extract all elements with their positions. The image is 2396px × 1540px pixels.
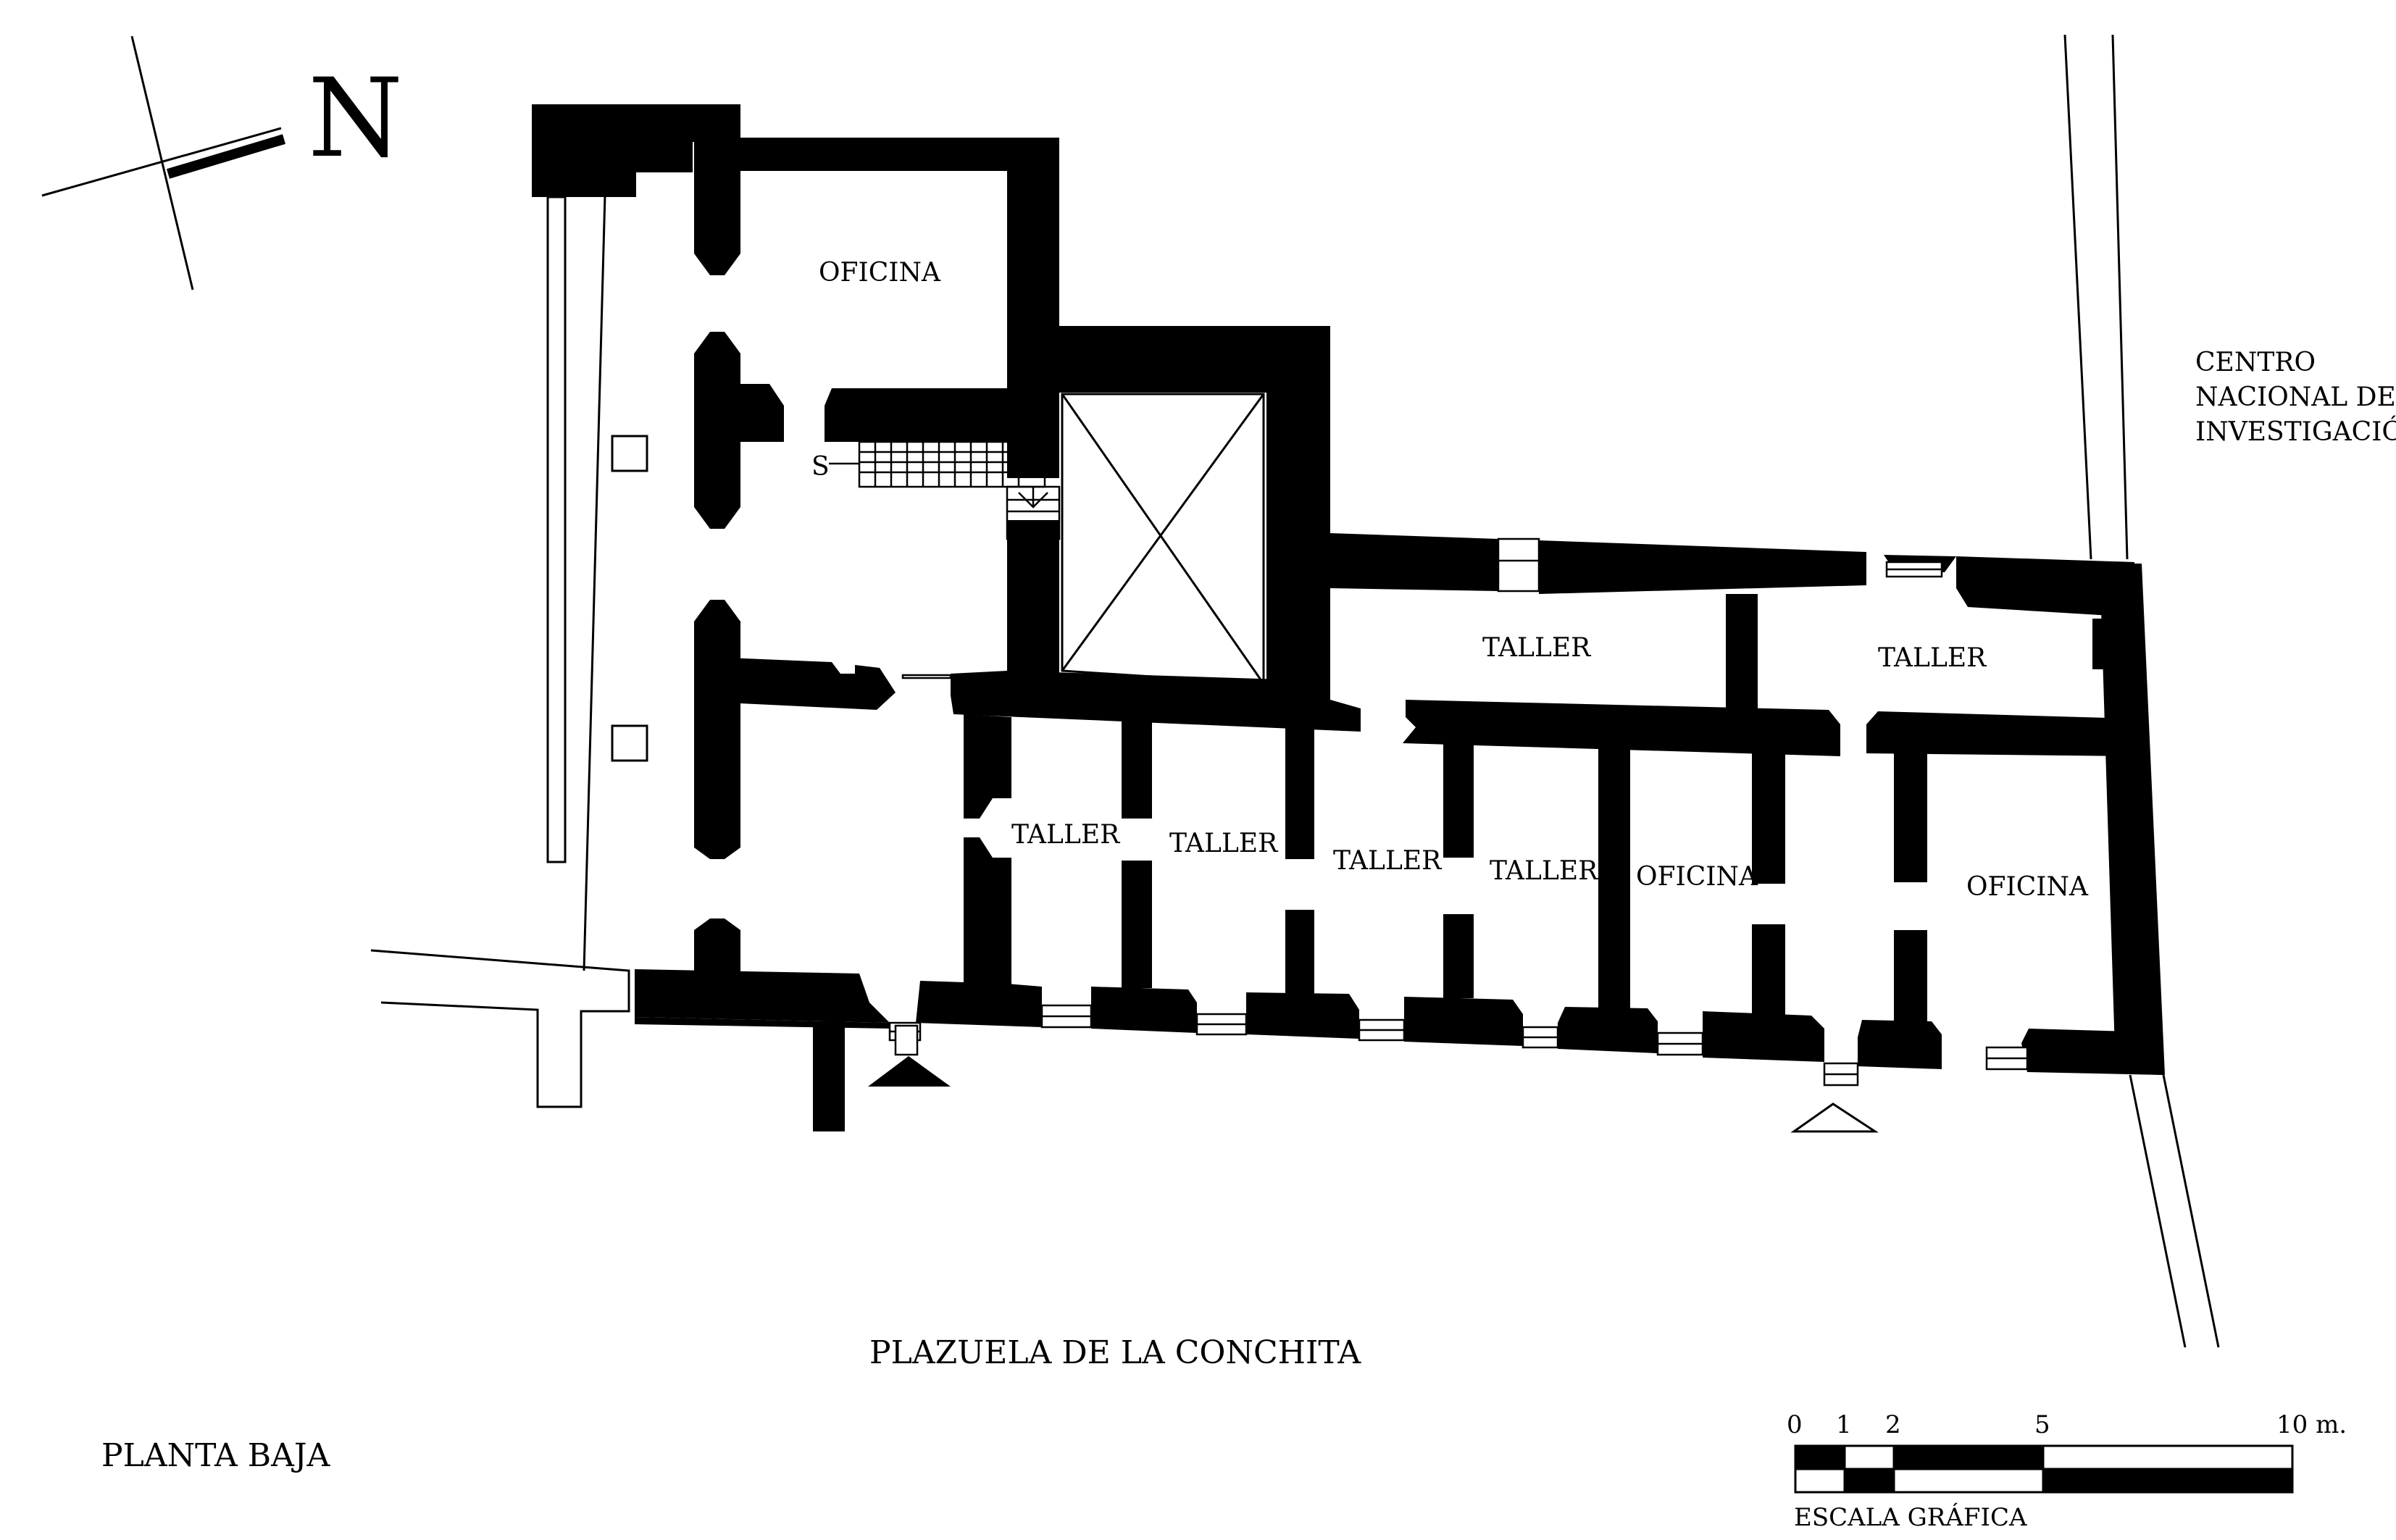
- neighbor-line-2: NACIONAL DE: [2195, 382, 2396, 412]
- neighbor-label: CENTRO NACIONAL DE INVESTIGACIÓN: [2195, 348, 2396, 447]
- scale-tick-10: 10 m.: [2276, 1410, 2347, 1439]
- floor-title: PLANTA BAJA: [101, 1437, 331, 1474]
- room-label-oficina-1: OFICINA: [1636, 862, 1758, 892]
- main-entrance-triangle-icon: [868, 1056, 951, 1087]
- graphic-scale: 0 1 2 5 10 m. ESCALA GRÁFICA: [1787, 1410, 2347, 1532]
- room-label-taller-east-1: TALLER: [1482, 633, 1591, 663]
- scale-title: ESCALA GRÁFICA: [1794, 1502, 2027, 1532]
- scale-tick-2: 2: [1885, 1410, 1901, 1439]
- lightwell: [1061, 393, 1265, 685]
- north-label: N: [308, 56, 403, 182]
- windows: [888, 537, 2029, 1087]
- neighbor-line-1: CENTRO: [2195, 348, 2316, 377]
- scale-tick-1: 1: [1836, 1410, 1852, 1439]
- stair-start-mark: S: [811, 452, 830, 482]
- room-label-oficina-2: OFICINA: [1966, 872, 2089, 902]
- room-label-taller-2: TALLER: [1169, 829, 1278, 858]
- room-label-taller-4: TALLER: [1490, 856, 1598, 886]
- scale-tick-5: 5: [2034, 1410, 2050, 1439]
- room-label-taller-1: TALLER: [1011, 820, 1120, 850]
- room-label-taller-east-2: TALLER: [1878, 643, 1987, 673]
- street-label: PLAZUELA DE LA CONCHITA: [869, 1334, 1361, 1371]
- north-arrow-icon: [41, 35, 286, 290]
- site-boundary-lines: [370, 34, 2220, 1348]
- secondary-entrance-triangle-icon: [1790, 1102, 1879, 1133]
- room-label-oficina-north: OFICINA: [819, 258, 941, 288]
- walls: [532, 104, 2165, 1131]
- room-label-taller-3: TALLER: [1333, 846, 1442, 876]
- staircase: [829, 440, 1061, 540]
- scale-tick-0: 0: [1787, 1410, 1803, 1439]
- neighbor-line-3: INVESTIGACIÓN: [2195, 417, 2396, 447]
